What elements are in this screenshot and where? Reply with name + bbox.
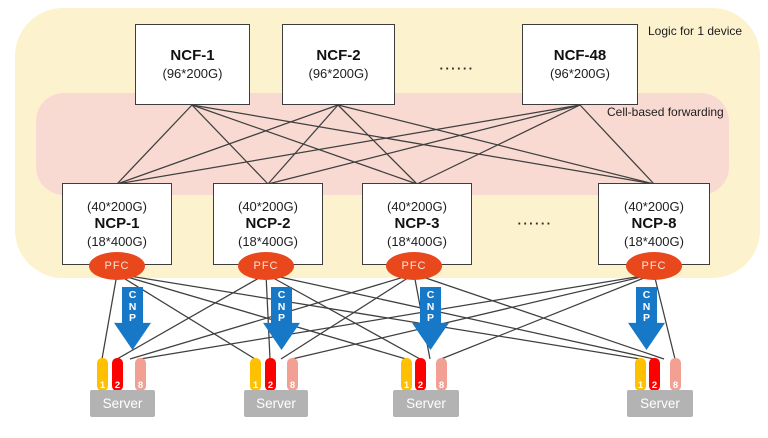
connection-line [116, 273, 407, 360]
port-number: 8 [438, 380, 445, 391]
ncf-ellipsis: ······ [439, 61, 475, 76]
connection-line [337, 104, 418, 185]
cnp-letter: C [642, 289, 651, 301]
ncp-name: NCP-8 [631, 215, 677, 232]
port-number: 2 [651, 380, 658, 391]
server-port-8: 8 [287, 358, 298, 391]
ncf-name: NCF-2 [316, 47, 361, 64]
server-port-8: 8 [436, 358, 447, 391]
server-port-2: 2 [415, 358, 426, 391]
server-port-8: 8 [670, 358, 681, 391]
ncp-capacity-down: (18*400G) [87, 234, 147, 249]
server-port-1: 1 [97, 358, 108, 391]
server-port-1: 1 [250, 358, 261, 391]
connection-line [191, 104, 269, 185]
port-number: 8 [137, 380, 144, 391]
port-number: 8 [672, 380, 679, 391]
logic-device-label: Logic for 1 device [648, 24, 743, 38]
ncp-capacity-down: (18*400G) [624, 234, 684, 249]
pfc-badge: PFC [238, 252, 294, 280]
connection-line [265, 273, 271, 360]
connection-line [653, 273, 676, 360]
connection-line [116, 104, 581, 185]
ncp-capacity-up: (40*200G) [87, 199, 147, 214]
ncf-capacity: (96*200G) [308, 66, 369, 81]
pfc-badge: PFC [386, 252, 442, 280]
connection-line [267, 104, 339, 185]
ncf-capacity: (96*200G) [162, 66, 223, 81]
server-box: Server [244, 390, 308, 417]
ncp-capacity-up: (40*200G) [624, 199, 684, 214]
connection-line [191, 104, 418, 185]
ncp-name: NCP-3 [394, 215, 440, 232]
ncf-capacity: (96*200G) [550, 66, 610, 81]
cnp-letter: N [128, 300, 137, 313]
cnp-letter: P [277, 312, 285, 324]
ncf-name: NCF-1 [170, 47, 215, 64]
connection-line [440, 273, 655, 360]
connection-line [101, 273, 118, 360]
ncf-ncp-mesh [116, 104, 655, 185]
server-port-8: 8 [135, 358, 146, 391]
port-number: 2 [114, 380, 121, 391]
ncp-name: NCP-1 [94, 215, 140, 232]
ncp-capacity-down: (18*400G) [387, 234, 447, 249]
cell-forwarding-label: Cell-based forwarding [607, 105, 724, 119]
port-number: 2 [267, 380, 274, 391]
server-box: Server [90, 390, 155, 417]
pfc-badge: PFC [89, 252, 145, 280]
ncf-node-48: NCF-48 (96*200G) [522, 24, 638, 105]
connection-line [291, 273, 655, 360]
server-port-2: 2 [265, 358, 276, 391]
ncp-capacity-up: (40*200G) [387, 199, 447, 214]
cnp-letter: C [277, 289, 286, 301]
ncp-capacity-up: (40*200G) [238, 199, 298, 214]
ncp-server-mesh [101, 273, 676, 360]
port-number: 2 [417, 380, 424, 391]
server-port-2: 2 [649, 358, 660, 391]
ncp-ellipsis: ······ [517, 216, 553, 231]
port-number: 8 [289, 380, 296, 391]
cnp-letter: C [128, 289, 137, 301]
cnp-letter: C [426, 289, 435, 301]
connection-line [116, 104, 193, 185]
cnp-letter: P [642, 312, 650, 324]
ncp-node-8: (40*200G) NCP-8 (18*400G) [598, 183, 710, 265]
server-box: Server [393, 390, 459, 417]
ncp-node-3: (40*200G) NCP-3 (18*400G) [362, 183, 472, 265]
port-number: 1 [99, 380, 106, 391]
connection-line [139, 273, 655, 360]
ncp-node-1: (40*200G) NCP-1 (18*400G) [62, 183, 172, 265]
connection-line [413, 273, 665, 360]
connection-line [416, 104, 581, 185]
connection-line [280, 273, 415, 360]
ncf-name: NCF-48 [553, 47, 607, 64]
ncf-node-1: NCF-1 (96*200G) [135, 24, 250, 105]
cnp-letter: N [277, 300, 286, 313]
connection-line [337, 104, 655, 185]
connection-line [116, 273, 267, 360]
connection-line [579, 104, 655, 185]
connection-line [267, 104, 581, 185]
pfc-badge: PFC [626, 252, 682, 280]
ncf-node-2: NCF-2 (96*200G) [282, 24, 395, 105]
port-number: 1 [403, 380, 410, 391]
port-number: 1 [637, 380, 644, 391]
cnp-letter: N [426, 300, 435, 313]
cnp-letter: N [642, 300, 651, 313]
server-box: Server [627, 390, 693, 417]
cnp-letter: P [128, 312, 136, 324]
ncp-capacity-down: (18*400G) [238, 234, 298, 249]
connection-line [116, 104, 339, 185]
connection-line [265, 273, 655, 360]
port-number: 1 [252, 380, 259, 391]
server-port-1: 1 [635, 358, 646, 391]
cnp-letter: P [426, 312, 434, 324]
server-port-1: 1 [401, 358, 412, 391]
ncp-name: NCP-2 [245, 215, 291, 232]
server-port-2: 2 [112, 358, 123, 391]
connection-line [116, 273, 641, 360]
